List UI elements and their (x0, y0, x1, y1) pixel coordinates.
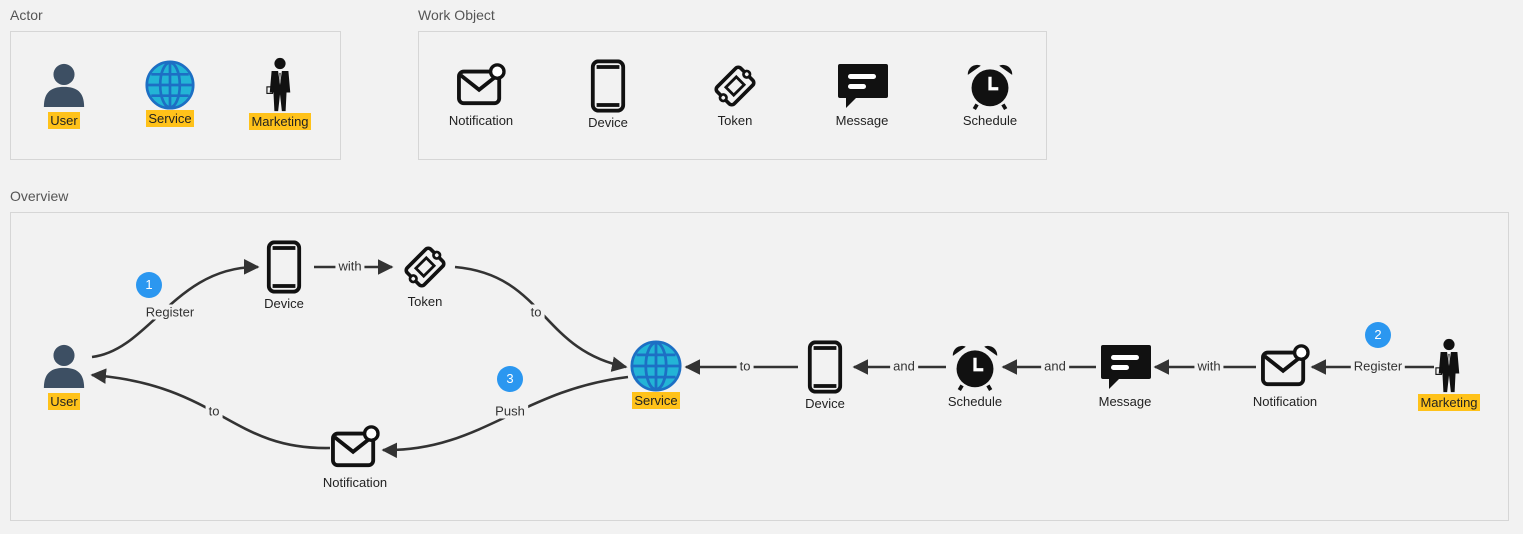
legend-actor-service-label: Service (146, 110, 194, 127)
node-token-label: Token (407, 294, 443, 309)
legend-wo-device-label: Device (588, 115, 628, 130)
node-message-label: Message (1098, 394, 1152, 409)
node-device-top-label: Device (264, 296, 304, 311)
legend-wo-message-label: Message (835, 113, 889, 128)
legend-wo-notification-label: Notification (448, 113, 514, 128)
legend-wo-notification[interactable]: Notification (431, 62, 531, 130)
node-user-label: User (48, 393, 80, 410)
legend-actor-marketing[interactable]: Marketing (230, 57, 330, 131)
node-notification-bottom[interactable]: Notification (305, 424, 405, 492)
edge-label-with-2: with (1194, 358, 1224, 374)
actor-group-title: Actor (10, 7, 43, 23)
legend-wo-schedule[interactable]: Schedule (940, 62, 1040, 130)
edge-label-to-2: to (736, 358, 754, 374)
node-schedule-label: Schedule (947, 394, 1003, 409)
envelope-icon (329, 424, 381, 470)
token-icon (401, 243, 449, 291)
legend-wo-message[interactable]: Message (812, 60, 912, 130)
node-service[interactable]: Service (606, 340, 706, 410)
smartphone-icon (265, 239, 303, 295)
node-notification-right-label: Notification (1252, 394, 1318, 409)
edge-label-to-1: to (527, 304, 545, 320)
legend-wo-token-label: Token (717, 113, 753, 128)
edge-label-register-2: Register (1350, 358, 1406, 374)
node-notification-right[interactable]: Notification (1235, 343, 1335, 411)
edge-push (381, 375, 629, 459)
node-marketing[interactable]: Marketing (1399, 338, 1499, 412)
edge-label-push: Push (492, 403, 528, 419)
edge-label-with-1: with (335, 258, 365, 274)
smartphone-icon (806, 339, 844, 395)
node-device-right[interactable]: Device (775, 339, 875, 413)
edge-label-to-user: to (205, 403, 223, 419)
node-schedule[interactable]: Schedule (925, 343, 1025, 411)
node-device-right-label: Device (805, 396, 845, 411)
node-service-label: Service (632, 392, 680, 409)
alarm-clock-icon (951, 343, 999, 391)
chat-bubble-icon (1097, 341, 1153, 393)
node-message[interactable]: Message (1075, 341, 1175, 411)
node-notification-bottom-label: Notification (322, 475, 388, 490)
businessman-icon (1435, 338, 1463, 394)
node-token[interactable]: Token (375, 243, 475, 311)
edge-label-register-1: Register (142, 304, 198, 320)
step-badge-3: 3 (497, 366, 523, 392)
legend-actor-user-label: User (48, 112, 80, 129)
globe-icon (628, 340, 684, 392)
node-marketing-label: Marketing (1418, 394, 1480, 411)
legend-actor-user[interactable]: User (14, 62, 114, 130)
edge-label-and-2: and (1041, 358, 1069, 374)
legend-wo-device[interactable]: Device (558, 58, 658, 132)
envelope-icon (1259, 343, 1311, 389)
step-badge-1: 1 (136, 272, 162, 298)
overview-group-title: Overview (10, 188, 69, 204)
edge-label-and-1: and (890, 358, 918, 374)
legend-wo-schedule-label: Schedule (962, 113, 1018, 128)
legend-actor-service[interactable]: Service (120, 60, 220, 128)
node-device-top[interactable]: Device (234, 239, 334, 313)
work-object-group-title: Work Object (418, 7, 495, 23)
node-user[interactable]: User (14, 343, 114, 411)
person-icon (41, 343, 87, 389)
legend-wo-token[interactable]: Token (685, 62, 785, 130)
step-badge-2: 2 (1365, 322, 1391, 348)
legend-actor-marketing-label: Marketing (249, 113, 311, 130)
